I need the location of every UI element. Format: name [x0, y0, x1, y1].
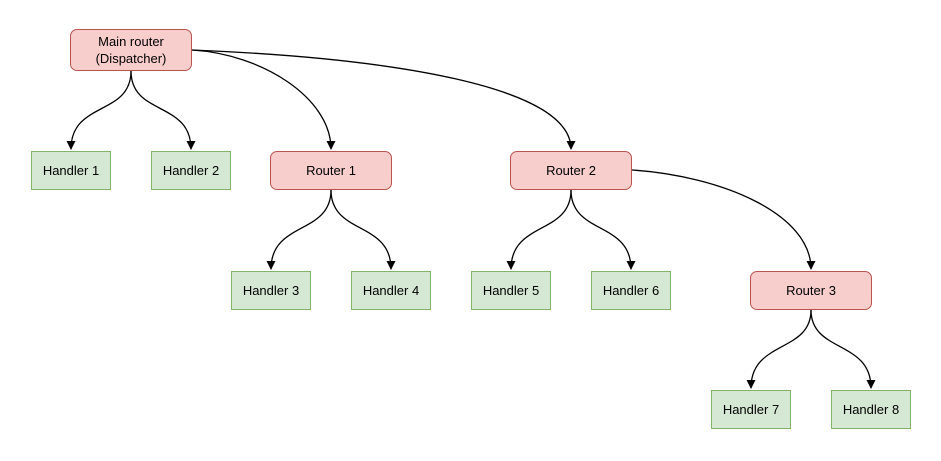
node-handler-7[interactable]: Handler 7	[711, 390, 791, 429]
edge-router-1-to-handler-3	[266, 189, 332, 270]
node-handler-3-label: Handler 3	[242, 283, 300, 298]
node-main-router-label-line1: Main router	[98, 34, 164, 49]
node-handler-5[interactable]: Handler 5	[471, 271, 551, 310]
node-handler-1[interactable]: Handler 1	[31, 151, 111, 190]
edge-main-router-to-router-2	[191, 49, 576, 150]
edge-main-router-to-router-1	[191, 49, 336, 150]
edge-router-3-to-handler-7	[746, 309, 812, 389]
node-handler-6-label: Handler 6	[602, 283, 660, 298]
node-handler-4[interactable]: Handler 4	[351, 271, 431, 310]
edge-router-2-to-handler-5	[506, 189, 572, 270]
node-router-2[interactable]: Router 2	[510, 151, 632, 190]
node-router-1-label: Router 1	[306, 163, 356, 178]
node-handler-2[interactable]: Handler 2	[151, 151, 231, 190]
node-handler-5-label: Handler 5	[482, 283, 540, 298]
edge-main-router-to-handler-2	[130, 70, 196, 150]
edge-main-router-to-handler-1	[66, 70, 132, 150]
edge-router-2-to-router-3	[631, 169, 816, 270]
node-router-1[interactable]: Router 1	[270, 151, 392, 190]
node-router-2-label: Router 2	[546, 163, 596, 178]
node-handler-3[interactable]: Handler 3	[231, 271, 311, 310]
node-router-3[interactable]: Router 3	[750, 271, 872, 310]
node-handler-8[interactable]: Handler 8	[831, 390, 911, 429]
node-router-3-label: Router 3	[786, 283, 836, 298]
node-handler-6[interactable]: Handler 6	[591, 271, 671, 310]
node-handler-8-label: Handler 8	[842, 402, 900, 417]
node-main-router[interactable]: Main router (Dispatcher)	[70, 29, 192, 71]
edge-router-3-to-handler-8	[810, 309, 876, 389]
node-handler-1-label: Handler 1	[42, 163, 100, 178]
node-handler-2-label: Handler 2	[162, 163, 220, 178]
node-handler-7-label: Handler 7	[722, 402, 780, 417]
node-handler-4-label: Handler 4	[362, 283, 420, 298]
edge-router-1-to-handler-4	[330, 189, 396, 270]
node-main-router-label-line2: (Dispatcher)	[95, 51, 167, 66]
edge-router-2-to-handler-6	[570, 189, 636, 270]
